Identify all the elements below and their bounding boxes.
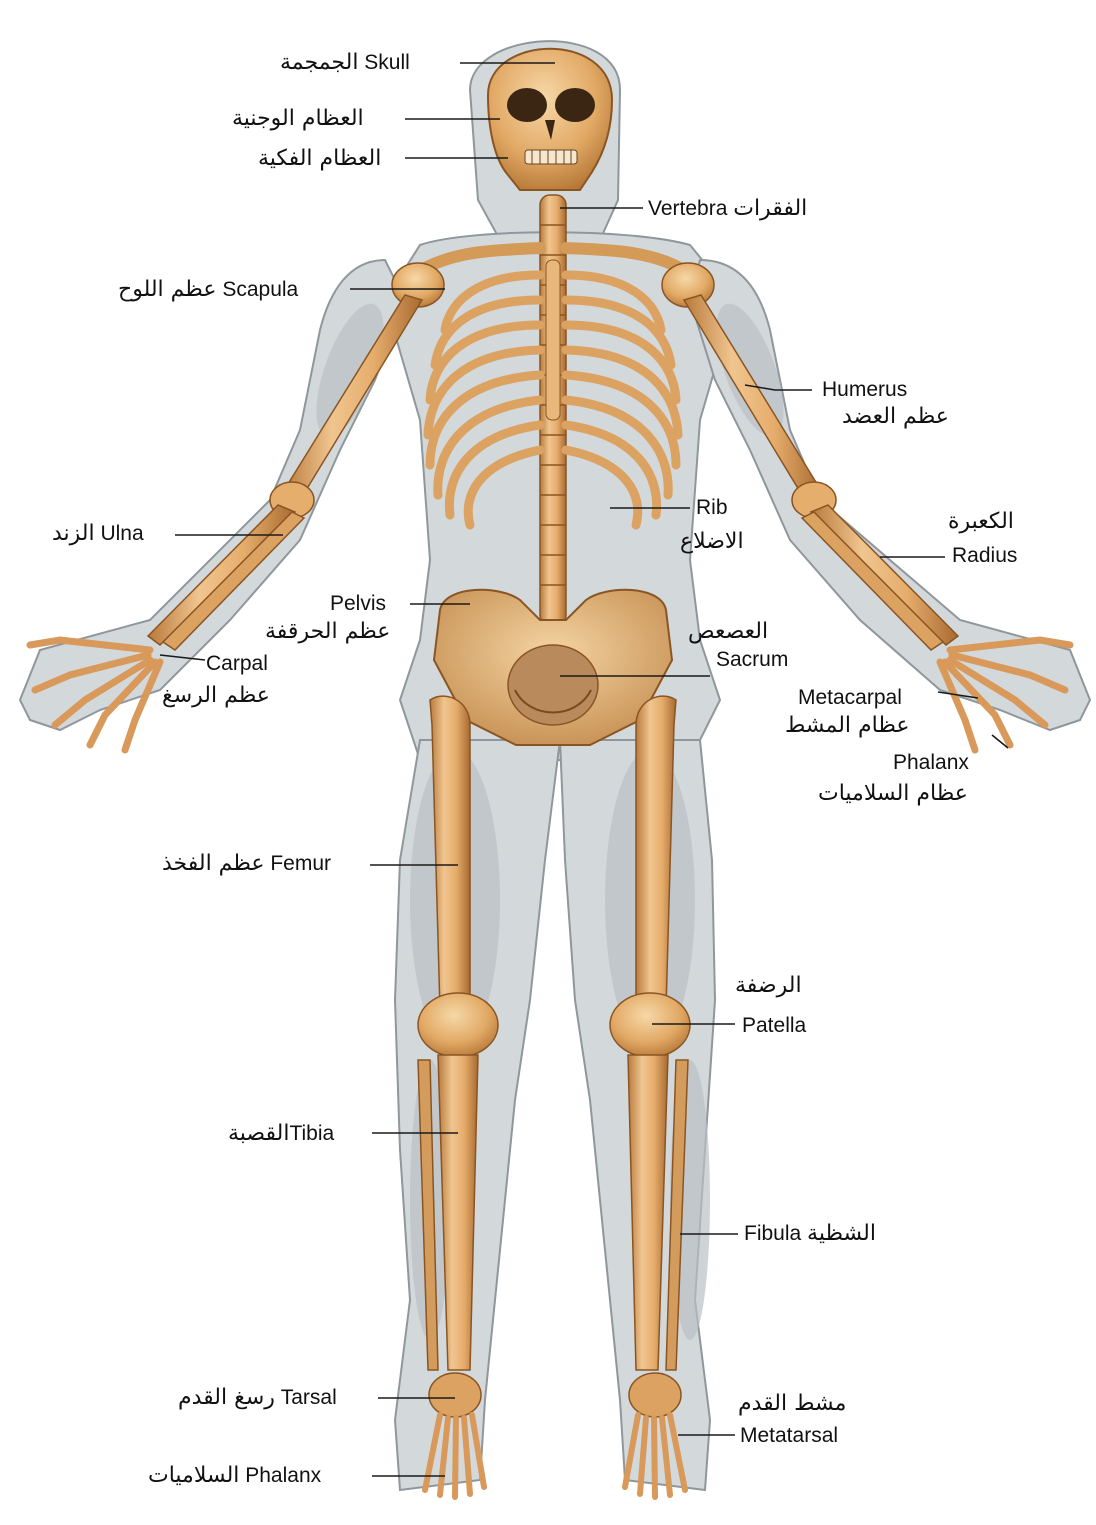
label-radius-ar: الكعبرة	[948, 508, 1014, 535]
label-vertebra: Vertebra الفقرات	[648, 195, 807, 222]
label-metacarpal-ar: عظام المشط	[785, 712, 910, 739]
label-ulna-ar: الزند	[52, 521, 95, 546]
label-phalanx-hand-ar: عظام السلاميات	[818, 780, 968, 807]
label-tibia-ar: القصبة	[228, 1121, 289, 1146]
toe-bones	[425, 1415, 685, 1497]
label-phalanx-hand-en: Phalanx	[893, 749, 969, 776]
label-sacrum-en: Sacrum	[716, 646, 788, 673]
label-phalanx-foot-ar: السلاميات	[148, 1463, 239, 1488]
label-humerus-en: Humerus	[822, 376, 907, 403]
label-fibula: Fibula الشظية	[744, 1220, 876, 1247]
label-skull: الجمجمة Skull	[280, 49, 410, 76]
label-metatarsal-ar: مشط القدم	[738, 1390, 846, 1417]
label-carpal-en: Carpal	[206, 650, 268, 677]
label-vertebra-ar: الفقرات	[733, 196, 807, 221]
label-humerus-ar: عظم العضد	[842, 403, 949, 430]
label-femur: عظم الفخذ Femur	[162, 850, 331, 877]
label-pelvis-en: Pelvis	[330, 590, 386, 617]
label-rib-en: Rib	[696, 494, 728, 521]
label-femur-ar: عظم الفخذ	[162, 851, 265, 876]
label-pelvis-ar: عظم الحرقفة	[265, 618, 390, 645]
label-tibia: القصبةTibia	[228, 1120, 334, 1147]
lower-leg-bones	[418, 1055, 688, 1370]
skull-bone	[488, 49, 612, 190]
label-rib-ar: الاضلاع	[680, 528, 744, 555]
label-metatarsal-en: Metatarsal	[740, 1422, 838, 1449]
label-ulna: الزند Ulna	[52, 520, 144, 547]
sternum	[546, 260, 560, 420]
label-tarsal-ar: رسغ القدم	[178, 1385, 275, 1410]
label-patella-ar: الرضفة	[735, 972, 802, 999]
label-fibula-ar: الشظية	[807, 1221, 876, 1246]
knee-joints	[418, 993, 690, 1057]
label-carpal-ar: عظم الرسغ	[162, 682, 270, 709]
label-sacrum-ar: العصعص	[688, 618, 768, 645]
label-fibula-en: Fibula	[744, 1222, 801, 1245]
label-metacarpal-en: Metacarpal	[798, 684, 902, 711]
label-tibia-en: Tibia	[289, 1122, 334, 1145]
label-tarsal: رسغ القدم Tarsal	[178, 1384, 337, 1411]
label-femur-en: Femur	[270, 852, 331, 875]
label-patella-en: Patella	[742, 1012, 806, 1039]
right-arm-bones	[684, 295, 958, 650]
label-phalanx-foot-en: Phalanx	[245, 1464, 321, 1487]
feet-bones	[429, 1373, 681, 1417]
label-scapula-en: Scapula	[222, 278, 298, 301]
label-vertebra-en: Vertebra	[648, 197, 727, 220]
label-mandible-ar: العظام الفكية	[258, 145, 381, 172]
label-scapula: عظم اللوح Scapula	[118, 276, 298, 303]
label-phalanx-foot: السلاميات Phalanx	[148, 1462, 321, 1489]
label-tarsal-en: Tarsal	[281, 1386, 337, 1409]
label-ulna-en: Ulna	[100, 522, 143, 545]
label-skull-en: Skull	[364, 51, 410, 74]
label-scapula-ar: عظم اللوح	[118, 277, 216, 302]
label-radius-en: Radius	[952, 542, 1017, 569]
label-zygomatic-ar: العظام الوجنية	[232, 105, 364, 132]
label-skull-ar: الجمجمة	[280, 50, 358, 75]
